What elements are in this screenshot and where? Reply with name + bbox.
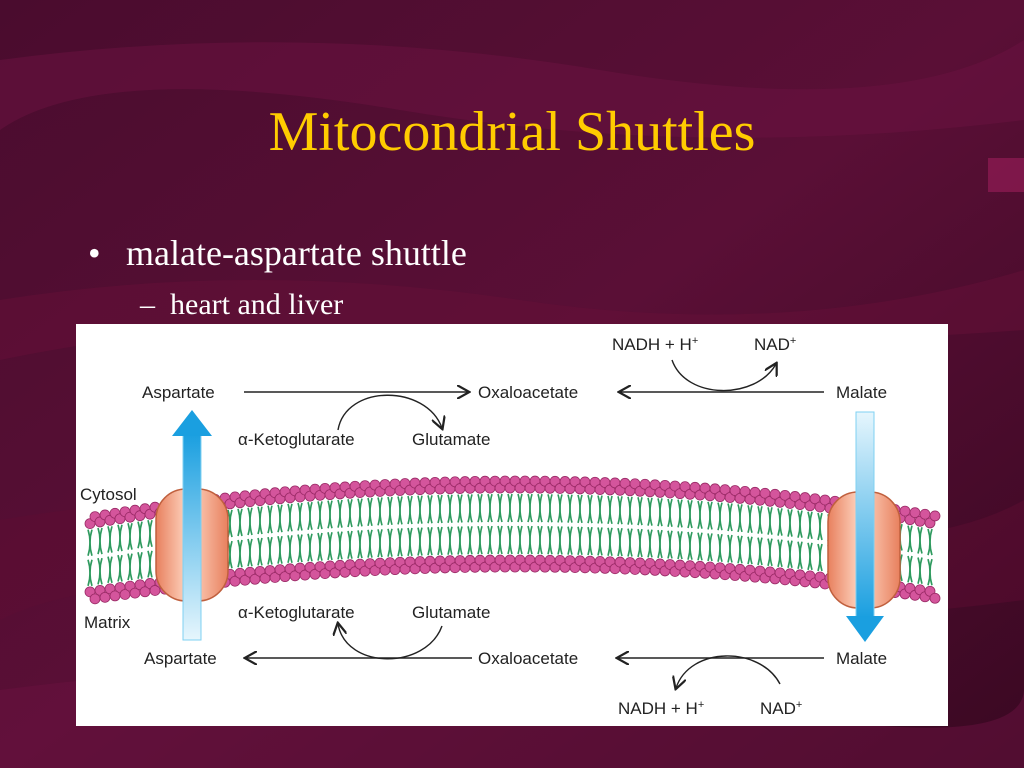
top-aspartate-label: Aspartate: [142, 383, 215, 402]
bottom-transamination-arc: [338, 624, 443, 660]
matrix-label: Matrix: [84, 613, 131, 632]
bottom-nadh-arc: [676, 655, 781, 688]
bottom-malate-label: Malate: [836, 649, 887, 668]
bottom-glutamate-label: Glutamate: [412, 603, 490, 622]
bottom-nad-label: NAD+: [760, 699, 802, 718]
top-oxaloacetate-label: Oxaloacetate: [478, 383, 578, 402]
bottom-oxaloacetate-label: Oxaloacetate: [478, 649, 578, 668]
bottom-akg-label: α-Ketoglutarate: [238, 603, 355, 622]
top-glutamate-label: Glutamate: [412, 430, 490, 449]
sub-bullet-dash: –: [140, 288, 155, 321]
malate-import-arrow: [846, 411, 884, 642]
aspartate-export-arrow: [172, 410, 212, 641]
shuttle-diagram: Cytosol Matrix Aspartate Oxaloacetate Ma…: [76, 324, 948, 726]
outer-head: [929, 510, 941, 522]
top-akg-label: α-Ketoglutarate: [238, 430, 355, 449]
bullet-item: • malate-aspartate shuttle: [88, 232, 467, 274]
bullet-dot: •: [88, 233, 101, 273]
top-malate-label: Malate: [836, 383, 887, 402]
cytosol-label: Cytosol: [80, 485, 137, 504]
sub-bullet-item: –heart and liver: [140, 288, 343, 322]
slide-title: Mitocondrial Shuttles: [268, 101, 756, 163]
top-nad-arc: [671, 359, 776, 392]
shuttle-diagram-svg: Cytosol Matrix Aspartate Oxaloacetate Ma…: [80, 335, 941, 718]
bottom-nadh-label: NADH + H+: [618, 699, 704, 718]
bullet-text: malate-aspartate shuttle: [126, 233, 467, 273]
top-transamination-arc: [337, 394, 442, 430]
top-nad-label: NAD+: [754, 335, 796, 354]
sub-bullet-text: heart and liver: [170, 288, 344, 321]
inner-head: [929, 592, 941, 604]
top-nadh-label: NADH + H+: [612, 335, 698, 354]
bottom-aspartate-label: Aspartate: [144, 649, 217, 668]
